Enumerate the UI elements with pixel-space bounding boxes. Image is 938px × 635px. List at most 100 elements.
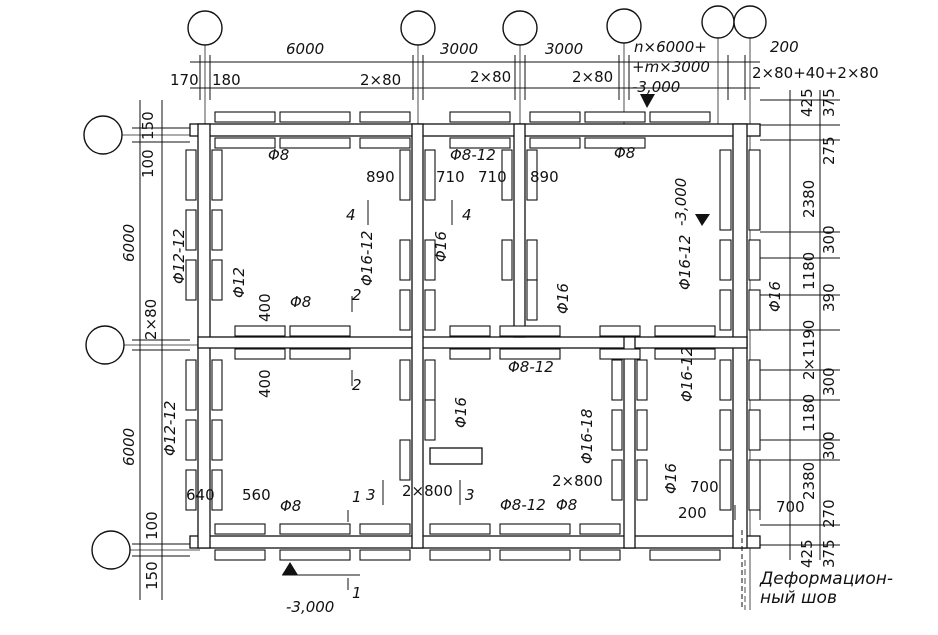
axis-bubble-top-2 [400, 10, 436, 46]
dim-6000-left-b: 6000 [120, 428, 138, 466]
dim-6000-top: 6000 [286, 40, 324, 58]
dim-2380-right-b: 2380 [800, 462, 818, 500]
dim-200-b: 200 [678, 504, 707, 522]
dim-2x80-left: 2×80 [142, 299, 160, 340]
dim-150-left-b: 150 [143, 561, 161, 590]
section-2-bottom: 2 [352, 376, 362, 394]
wall-right [732, 123, 748, 549]
section-1-bottom: 1 [352, 584, 362, 602]
left-dimension-lines [132, 100, 190, 600]
dim-2x1190-right: 2×1190 [800, 320, 818, 380]
dim-200-top: 200 [770, 38, 799, 56]
dim-890-a: 890 [366, 168, 395, 186]
blocks-inner-column-2 [501, 149, 648, 501]
axis-bubble-top-3 [502, 10, 538, 46]
dim-300-right-b: 300 [820, 367, 838, 396]
rebar-f16-12-mid: Φ16-12 [678, 347, 696, 402]
dim-1180-right-a: 1180 [800, 252, 818, 290]
rebar-f16-right: Φ16 [766, 281, 784, 312]
level-triangle-mid [695, 214, 710, 226]
level-mid: -3,000 [672, 178, 690, 226]
dim-2x80-c: 2×80 [572, 68, 613, 86]
dim-3000-top-b: 3000 [545, 40, 583, 58]
section-3-left: 3 [366, 486, 376, 504]
wall-inner-1 [411, 123, 424, 549]
wall-top [189, 123, 761, 137]
dim-560: 560 [242, 486, 271, 504]
rebar-f8-12-top: Φ8-12 [450, 146, 496, 164]
dim-300-right-c: 300 [820, 431, 838, 460]
rebar-f16-d: Φ16 [662, 463, 680, 494]
rebar-f8-top-right: Φ8 [614, 144, 635, 162]
dim-2x80-a: 2×80 [360, 71, 401, 89]
top-dimension-lines [190, 55, 760, 100]
rebar-f16-12-right: Φ16-12 [676, 235, 694, 290]
dim-400-a: 400 [256, 293, 274, 322]
dim-2x80-b: 2×80 [470, 68, 511, 86]
rebar-f16-12-a: Φ16-12 [358, 231, 376, 286]
blocks-top-row [214, 111, 711, 149]
dim-270-right: 270 [820, 499, 838, 528]
rebar-f8-bottom: Φ8 [280, 497, 301, 515]
dim-2x800-b: 2×800 [552, 472, 603, 490]
rebar-f12-12-left: Φ12-12 [170, 229, 188, 284]
axis-bubble-left-2 [85, 325, 125, 365]
dim-170: 170 [170, 71, 199, 89]
dim-2x80-complex: 2×80+40+2×80 [752, 64, 879, 82]
blocks-right-column [719, 149, 761, 511]
dim-formula-top: n×6000+ [634, 38, 707, 56]
axis-bubble-top-1 [187, 10, 223, 46]
section-4-left: 4 [346, 206, 356, 224]
note-expansion-joint-line1: Деформацион- [759, 569, 893, 589]
dim-425-right-b: 425 [798, 539, 816, 568]
dim-390-right: 390 [820, 283, 838, 312]
level-top: -3,000 [632, 78, 680, 96]
level-triangle-top [640, 94, 655, 108]
foundation-walls [189, 123, 761, 549]
blocks-inner-column-1 [399, 149, 436, 481]
wall-inner-2 [513, 123, 526, 338]
section-3-right: 3 [465, 486, 475, 504]
section-2-top: 2 [352, 286, 362, 304]
dim-375-right: 375 [820, 88, 838, 117]
rebar-f12-12-left-2: Φ12-12 [161, 401, 179, 456]
dim-890-b: 890 [530, 168, 559, 186]
rebar-f8-12-mid: Φ8-12 [508, 358, 554, 376]
dim-375-right-b: 375 [820, 539, 838, 568]
expansion-joint [734, 505, 761, 610]
dim-2380-right-a: 2380 [800, 180, 818, 218]
right-dimension-lines [760, 90, 840, 560]
axis-bubble-top-6 [733, 5, 767, 39]
dim-1180-right-b: 1180 [800, 394, 818, 432]
rebar-f8-top-left: Φ8 [268, 146, 289, 164]
dim-400-b: 400 [256, 369, 274, 398]
blocks-middle-row [234, 325, 716, 360]
axis-bubble-top-5 [701, 5, 735, 39]
dim-300-right-a: 300 [820, 225, 838, 254]
dim-100-left-b: 100 [143, 511, 161, 540]
dim-100-left: 100 [139, 149, 157, 178]
rebar-f16-b: Φ16 [554, 283, 572, 314]
wall-bottom [189, 535, 761, 549]
axis-bubble-left-3 [91, 530, 131, 570]
dim-700-b: 700 [776, 498, 805, 516]
wall-inner-3 [623, 336, 636, 549]
level-triangle-bottom [282, 562, 298, 575]
dim-425-right: 425 [798, 88, 816, 117]
dim-6000-left-a: 6000 [120, 224, 138, 262]
dim-3000-top-a: 3000 [440, 40, 478, 58]
wall-opening-block [429, 447, 483, 465]
section-marks [347, 200, 461, 590]
axis-bubble-left-1 [83, 115, 123, 155]
level-bottom: -3,000 [286, 598, 334, 616]
section-4-right: 4 [462, 206, 472, 224]
wall-middle [197, 336, 748, 349]
dim-2x800-a: 2×800 [402, 482, 453, 500]
grid-axis-bubbles [83, 5, 767, 570]
blocks-bottom-row [214, 523, 721, 561]
rebar-f12-left: Φ12 [230, 267, 248, 298]
level-marks [282, 94, 710, 576]
rebar-f8-bottom-2: Φ8 [556, 496, 577, 514]
rebar-f16-c: Φ16 [452, 397, 470, 428]
rebar-f16-a: Φ16 [432, 231, 450, 262]
